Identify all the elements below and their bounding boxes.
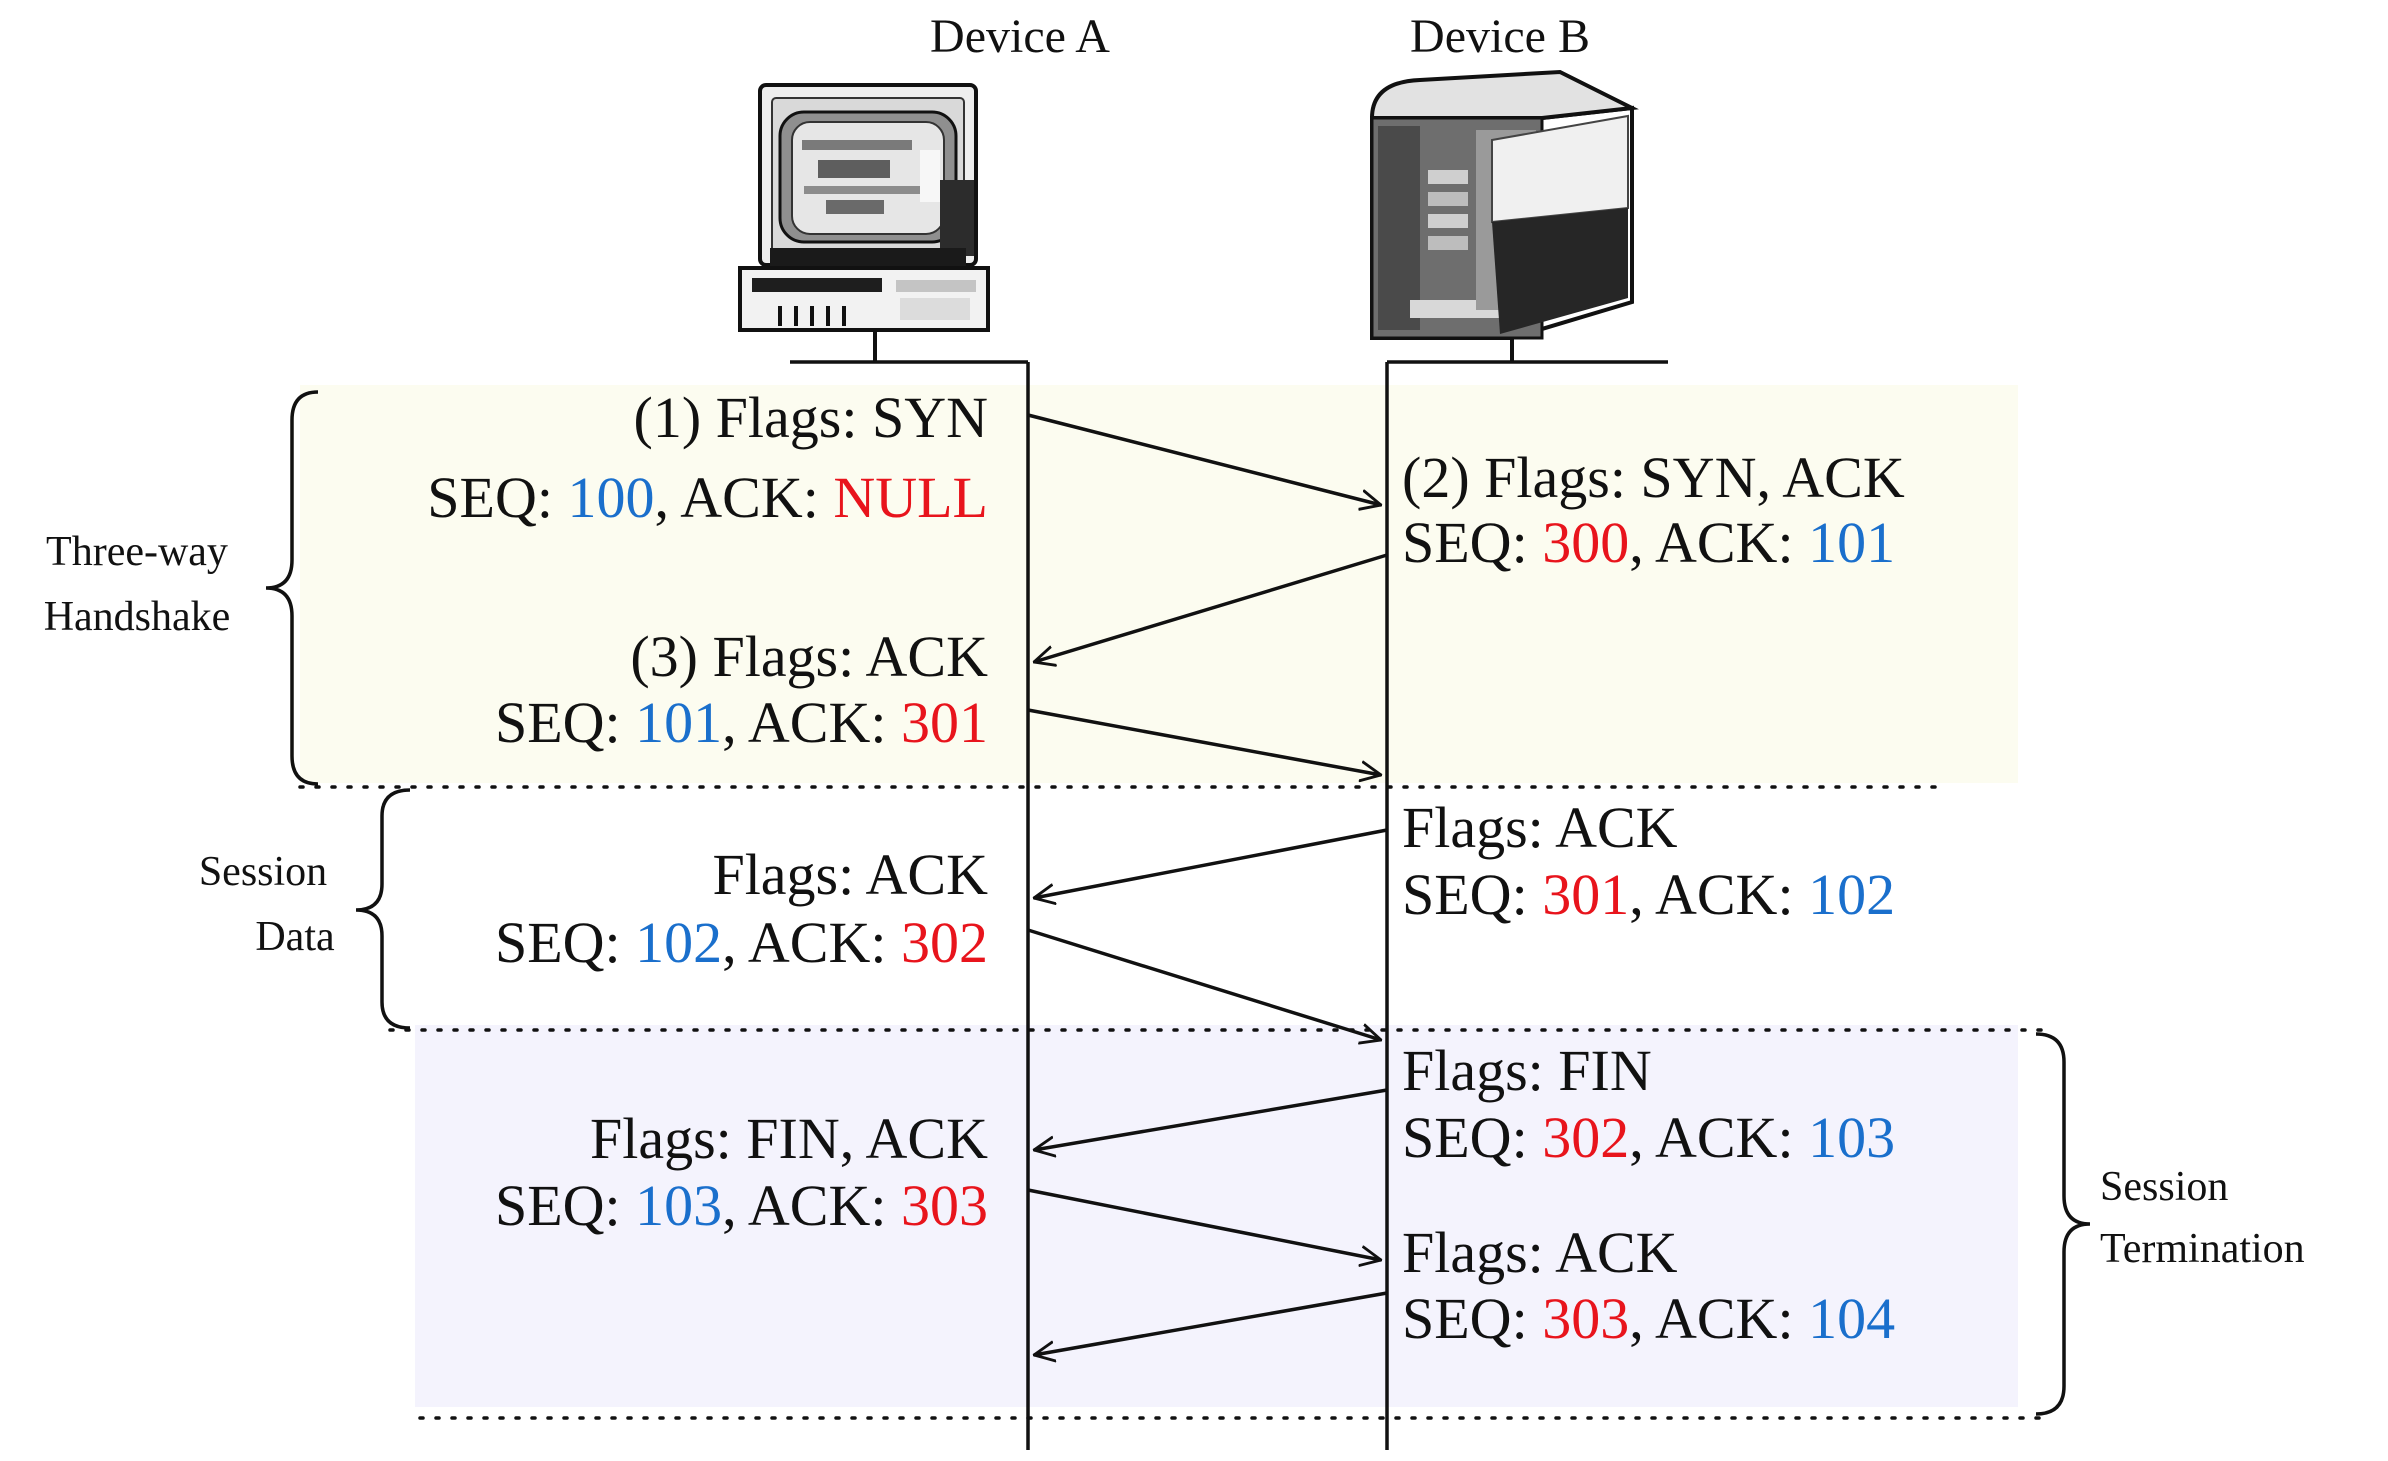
handshake-brace <box>265 390 319 786</box>
message-6-seq-value: 302 <box>1542 1105 1629 1170</box>
message-3-seq-value: 101 <box>635 690 722 755</box>
message-3-label: (3) Flags: ACK SEQ: 101, ACK: 301 <box>495 624 988 755</box>
message-5-ack-value: 302 <box>901 910 988 975</box>
message-8-seq-label: SEQ: <box>1402 1286 1542 1351</box>
message-7-seq-value: 103 <box>635 1173 722 1238</box>
handshake-background <box>300 385 2018 783</box>
termination-brace <box>2035 1032 2091 1416</box>
message-1-ack-label: , ACK: <box>654 465 833 530</box>
message-8-ack-label: , ACK: <box>1629 1286 1808 1351</box>
arrow-msg-3 <box>1027 708 1381 775</box>
session-data-label-line2: Data <box>255 914 335 960</box>
arrow-msg-2 <box>1034 553 1388 662</box>
message-8-flags: Flags: ACK <box>1402 1220 1678 1285</box>
termination-background <box>415 1025 2018 1407</box>
message-6-ack-label: , ACK: <box>1629 1105 1808 1170</box>
message-2-seq-ack: SEQ: 300, ACK: 101 <box>1402 510 1895 575</box>
message-5-flags: Flags: ACK <box>712 842 988 907</box>
message-1-flags: (1) Flags: SYN <box>634 385 988 450</box>
message-7-ack-value: 303 <box>901 1173 988 1238</box>
arrow-msg-1 <box>1027 413 1381 505</box>
server-tower-icon <box>1369 69 1639 362</box>
message-2-label: (2) Flags: SYN, ACK SEQ: 300, ACK: 101 <box>1402 445 1905 575</box>
message-1-seq-value: 100 <box>567 465 654 530</box>
message-7-ack-label: , ACK: <box>722 1173 901 1238</box>
handshake-label-line1: Three-way <box>46 529 228 575</box>
message-6-seq-ack: SEQ: 302, ACK: 103 <box>1402 1105 1895 1170</box>
arrow-msg-7 <box>1027 1188 1381 1260</box>
message-4-seq-ack: SEQ: 301, ACK: 102 <box>1402 862 1895 927</box>
session-data-brace <box>355 788 411 1030</box>
message-4-flags: Flags: ACK <box>1402 795 1678 860</box>
message-4-ack-label: , ACK: <box>1629 862 1808 927</box>
message-1-seq-ack: SEQ: 100, ACK: NULL <box>427 465 988 530</box>
message-6-seq-label: SEQ: <box>1402 1105 1542 1170</box>
message-6-ack-value: 103 <box>1808 1105 1895 1170</box>
message-8-ack-value: 104 <box>1808 1286 1895 1351</box>
message-2-ack-label: , ACK: <box>1629 510 1808 575</box>
message-3-seq-ack: SEQ: 101, ACK: 301 <box>495 690 988 755</box>
message-5-seq-value: 102 <box>635 910 722 975</box>
handshake-label-line2: Handshake <box>44 594 231 640</box>
message-5-label: Flags: ACK SEQ: 102, ACK: 302 <box>495 842 988 975</box>
message-8-seq-value: 303 <box>1542 1286 1629 1351</box>
message-4-seq-value: 301 <box>1542 862 1629 927</box>
message-4-ack-value: 102 <box>1808 862 1895 927</box>
message-8-label: Flags: ACK SEQ: 303, ACK: 104 <box>1402 1220 1895 1351</box>
arrow-msg-5 <box>1027 928 1381 1040</box>
message-3-flags: (3) Flags: ACK <box>630 624 988 689</box>
message-3-seq-label: SEQ: <box>495 690 635 755</box>
message-3-ack-value: 301 <box>901 690 988 755</box>
message-2-seq-value: 300 <box>1542 510 1629 575</box>
device-b-label: Device B <box>1410 10 1590 63</box>
message-3-ack-label: , ACK: <box>722 690 901 755</box>
message-2-ack-value: 101 <box>1808 510 1895 575</box>
termination-label-line1: Session <box>2100 1164 2228 1210</box>
message-1-seq-label: SEQ: <box>427 465 567 530</box>
message-4-label: Flags: ACK SEQ: 301, ACK: 102 <box>1402 795 1895 927</box>
message-7-seq-ack: SEQ: 103, ACK: 303 <box>495 1173 988 1238</box>
arrow-msg-6 <box>1034 1088 1388 1150</box>
arrow-msg-8 <box>1034 1291 1388 1355</box>
message-5-seq-label: SEQ: <box>495 910 635 975</box>
device-a-label: Device A <box>930 10 1110 63</box>
message-2-flags: (2) Flags: SYN, ACK <box>1402 445 1905 510</box>
desktop-computer-icon <box>738 83 990 362</box>
session-data-label-line1: Session <box>199 849 327 895</box>
arrow-msg-4 <box>1034 828 1388 898</box>
message-7-flags: Flags: FIN, ACK <box>590 1106 988 1171</box>
message-2-seq-label: SEQ: <box>1402 510 1542 575</box>
message-1-label: (1) Flags: SYN SEQ: 100, ACK: NULL <box>427 385 988 530</box>
termination-label-line2: Termination <box>2100 1226 2305 1272</box>
message-7-seq-label: SEQ: <box>495 1173 635 1238</box>
message-7-label: Flags: FIN, ACK SEQ: 103, ACK: 303 <box>495 1106 988 1238</box>
message-6-flags: Flags: FIN <box>1402 1038 1652 1103</box>
message-6-label: Flags: FIN SEQ: 302, ACK: 103 <box>1402 1038 1895 1170</box>
message-arrows <box>1027 413 1388 1355</box>
message-5-ack-label: , ACK: <box>722 910 901 975</box>
message-5-seq-ack: SEQ: 102, ACK: 302 <box>495 910 988 975</box>
message-8-seq-ack: SEQ: 303, ACK: 104 <box>1402 1286 1895 1351</box>
message-1-ack-value: NULL <box>833 465 988 530</box>
message-4-seq-label: SEQ: <box>1402 862 1542 927</box>
